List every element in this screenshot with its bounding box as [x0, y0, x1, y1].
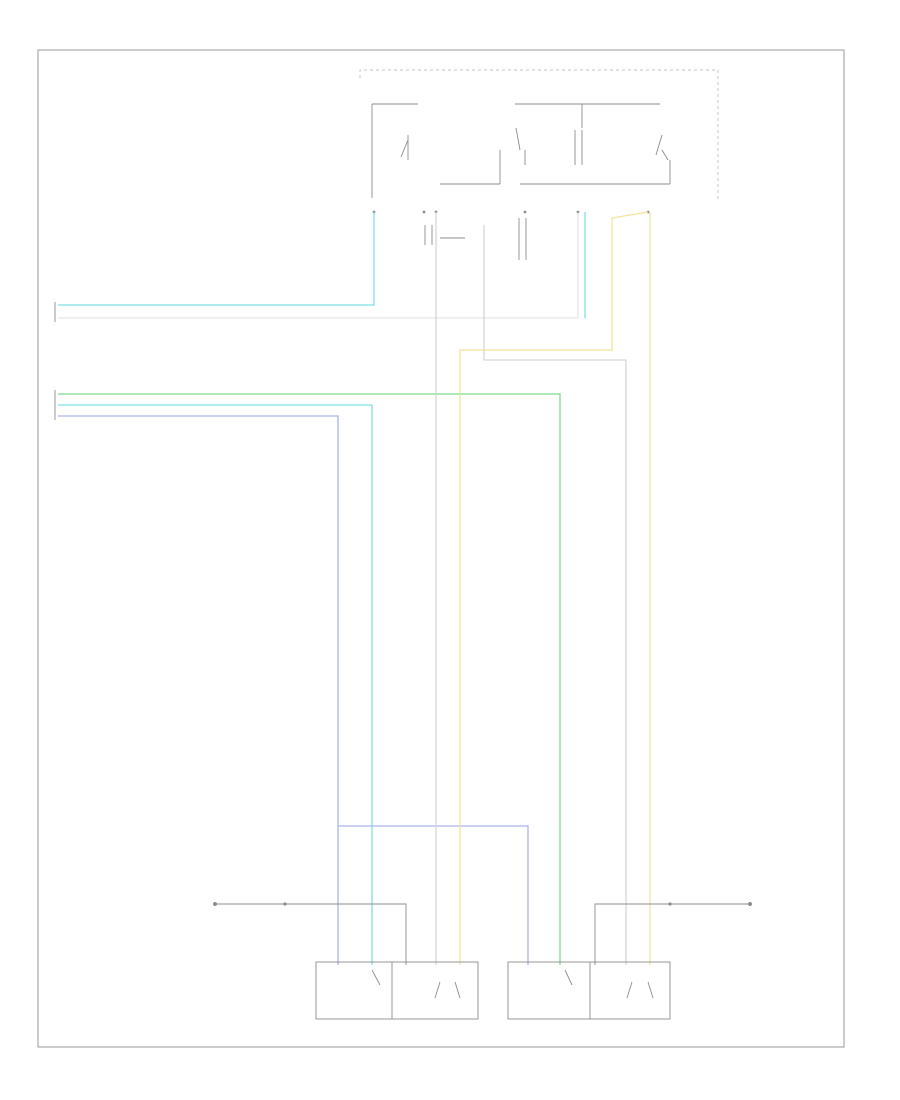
module-dashed-border — [359, 69, 719, 200]
left-actuator-box — [315, 961, 479, 1020]
left-ground-point — [213, 902, 217, 906]
right-ground — [594, 902, 752, 965]
diagram-frame — [37, 49, 845, 1048]
left-actuator — [315, 961, 479, 1020]
wire-yellow-left — [459, 211, 649, 965]
switch-contact-2 — [515, 127, 526, 165]
right-actuator — [507, 961, 671, 1020]
left-ground — [213, 902, 407, 965]
right-ground-point — [748, 902, 752, 906]
wire-return-upper — [58, 212, 579, 319]
wire-blue — [58, 415, 339, 965]
wire-green — [58, 393, 561, 965]
top-switch-module — [359, 69, 719, 260]
wire-cyan-upper — [58, 212, 375, 306]
module-pin-4 — [523, 210, 527, 214]
switch-contact-1 — [400, 135, 409, 160]
switch-contact-4 — [655, 134, 669, 161]
wire-white-right — [483, 225, 627, 965]
module-pin-2 — [422, 210, 426, 214]
switch-contact-3 — [574, 130, 583, 165]
wire-blue-cross — [338, 825, 529, 965]
right-actuator-box — [507, 961, 671, 1020]
wire-cyan-lower — [58, 404, 373, 965]
